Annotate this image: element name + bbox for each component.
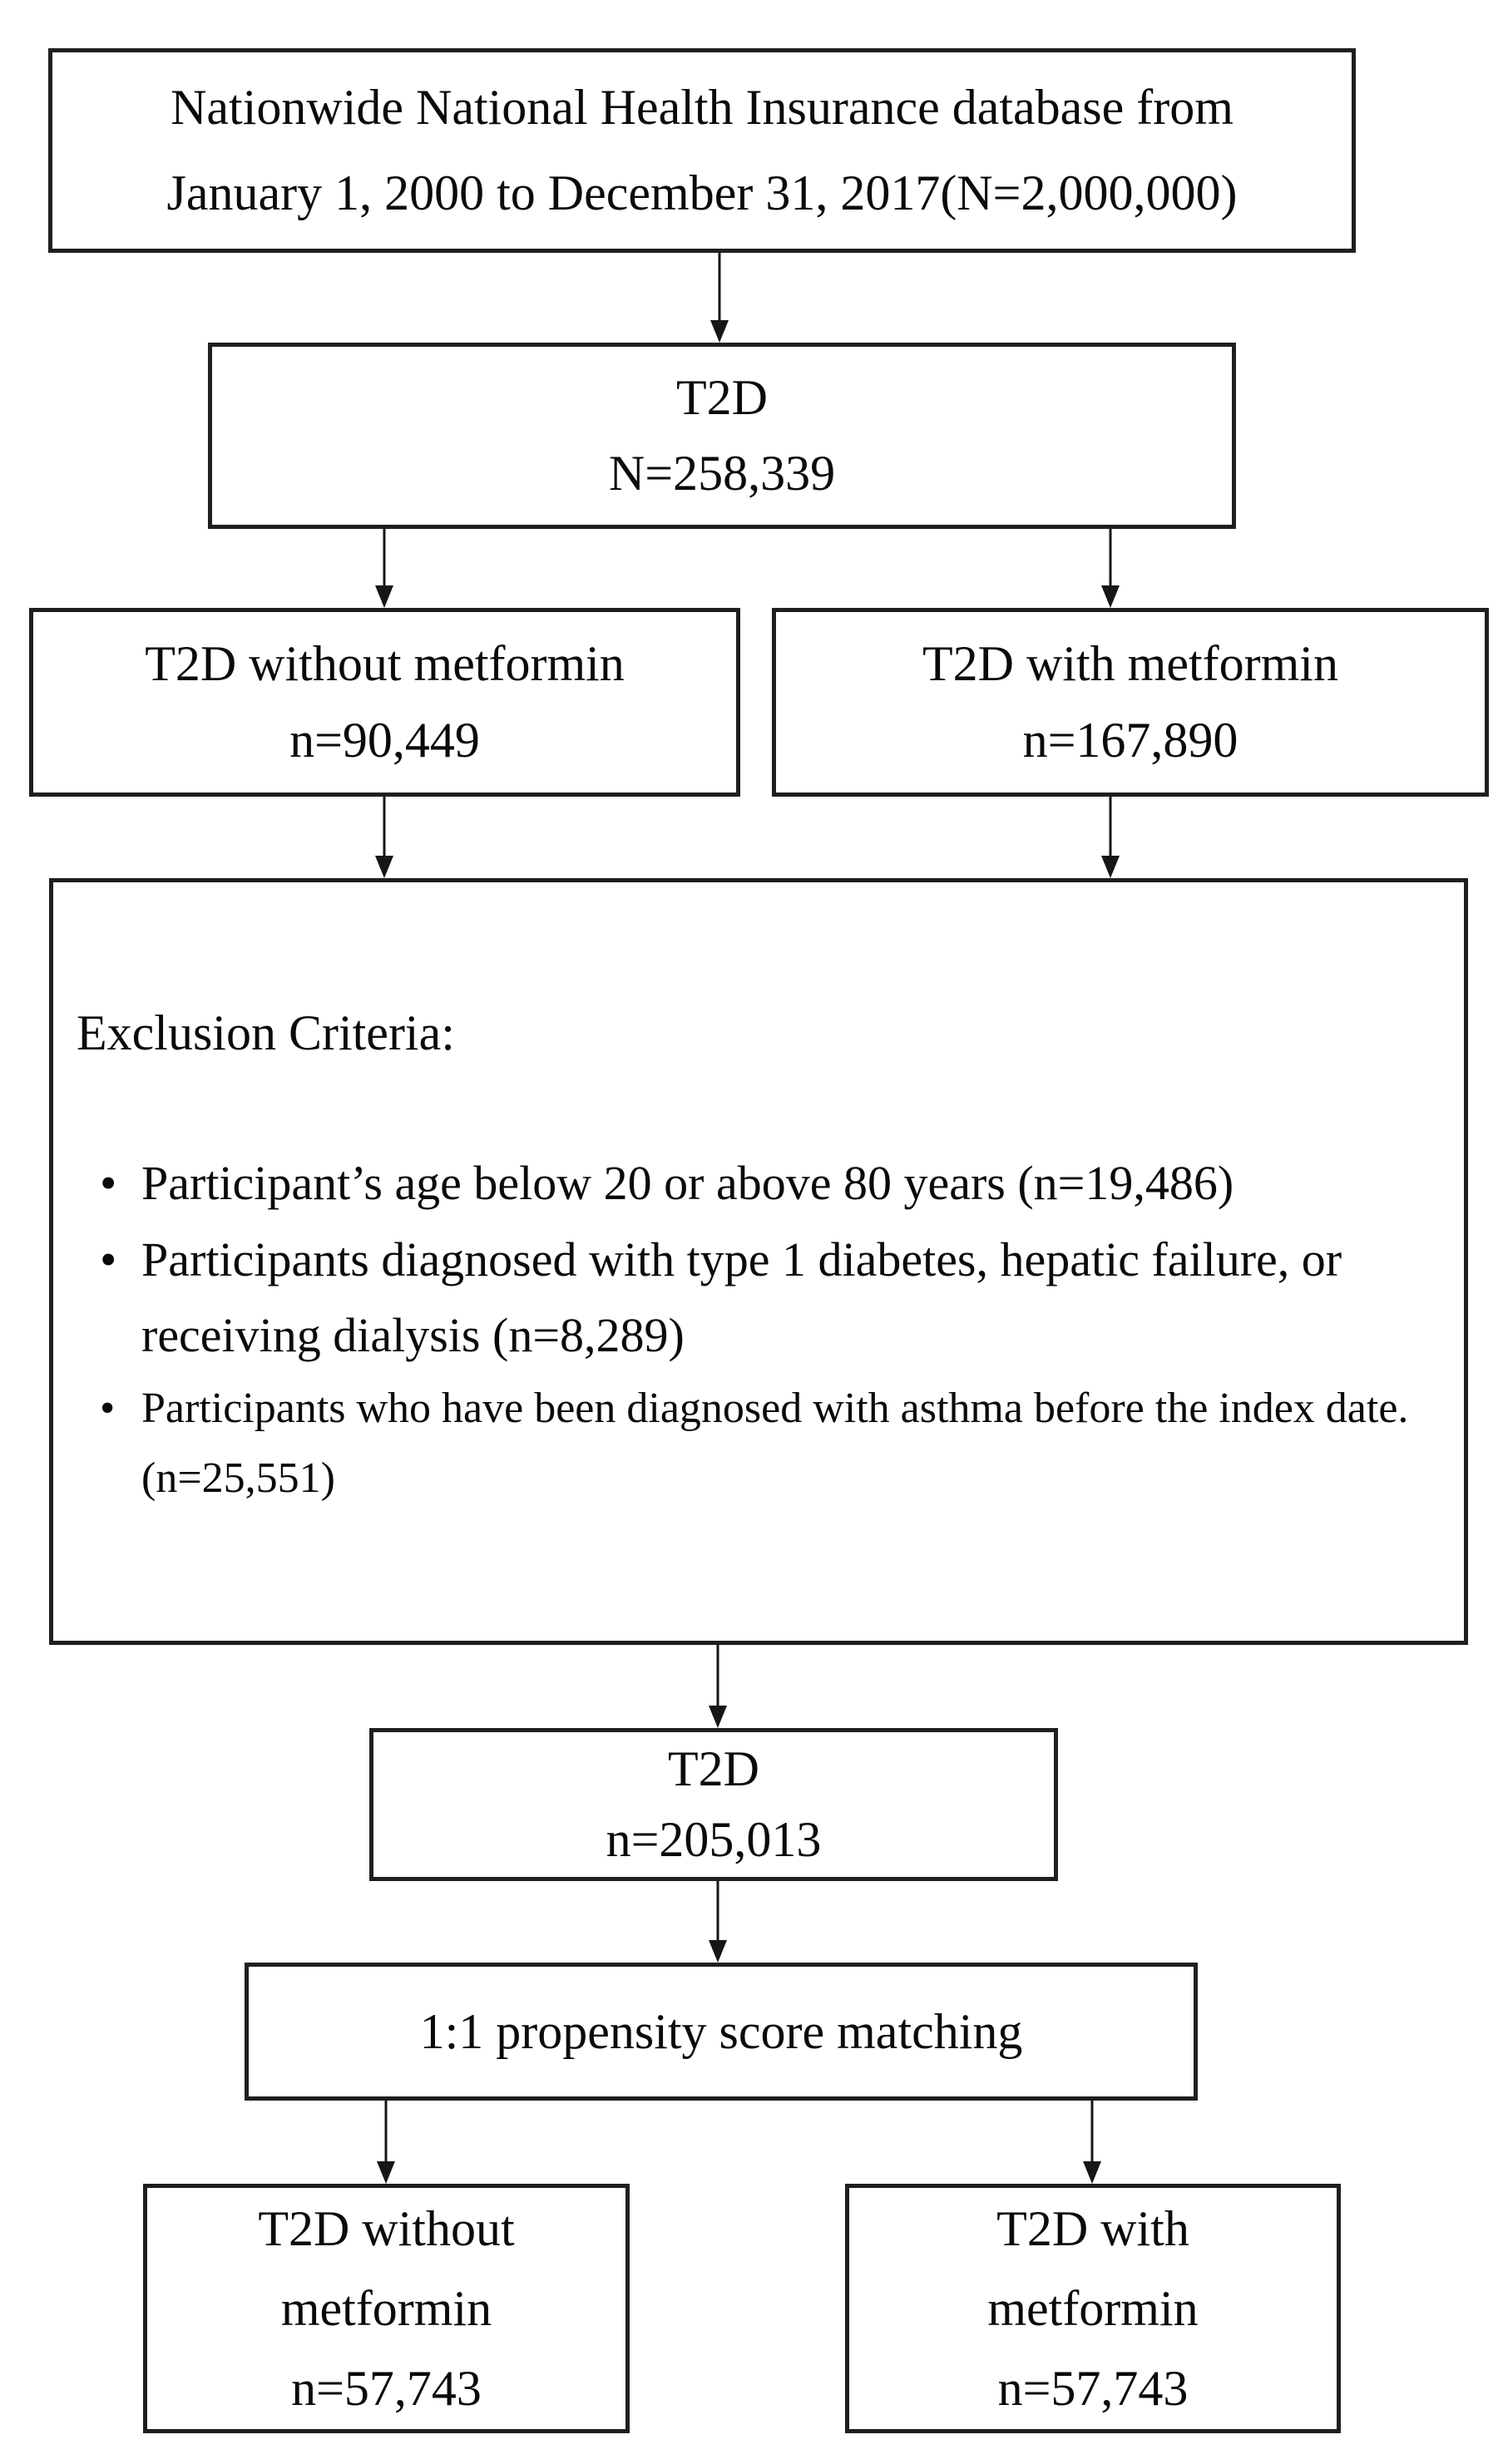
box-t2d-after-exclusion-line1: T2D: [668, 1741, 759, 1796]
box-database-line2: January 1, 2000 to December 31, 2017(N=2…: [166, 165, 1238, 220]
exclusion-bullet-age-text: Participant’s age below 20 or above 80 y…: [141, 1156, 1234, 1210]
box-t2d-without-metformin-line2: n=90,449: [289, 712, 480, 768]
exclusion-heading: Exclusion Criteria:: [77, 1005, 455, 1060]
arrow-without-metformin-to-exclusion: [374, 797, 394, 878]
box-database-line1: Nationwide National Health Insurance dat…: [171, 79, 1234, 135]
box-matched-with-metformin: T2D with metformin n=57,743: [845, 2184, 1341, 2433]
box-t2d-with-metformin-line1: T2D with metformin: [922, 636, 1338, 692]
exclusion-bullet-list: • Participant’s age below 20 or above 80…: [77, 1145, 1441, 1513]
box-database: Nationwide National Health Insurance dat…: [48, 48, 1356, 253]
arrow-matching-to-matched-without: [376, 2101, 396, 2184]
arrow-shaft: [716, 1645, 719, 1713]
arrow-head-icon: [1083, 2161, 1101, 2184]
arrow-shaft: [716, 1881, 719, 1948]
arrow-shaft: [1109, 529, 1112, 593]
box-propensity-matching: 1:1 propensity score matching: [245, 1963, 1198, 2101]
arrow-shaft: [1090, 2101, 1094, 2169]
box-matched-without-metformin-line1: T2D without: [258, 2201, 515, 2256]
arrow-database-to-t2d: [709, 253, 729, 343]
arrow-head-icon: [377, 2161, 395, 2184]
box-t2d-with-metformin: T2D with metformin n=167,890: [772, 608, 1489, 797]
exclusion-bullet-asthma: • Participants who have been diagnosed w…: [77, 1374, 1441, 1513]
box-t2d-without-metformin: T2D without metformin n=90,449: [29, 608, 740, 797]
arrow-shaft: [1109, 797, 1112, 863]
arrow-exclusion-to-t2d-after: [708, 1645, 728, 1728]
exclusion-bullet-age: • Participant’s age below 20 or above 80…: [77, 1145, 1441, 1222]
arrow-with-metformin-to-exclusion: [1100, 797, 1120, 878]
box-t2d-after-exclusion-line2: n=205,013: [606, 1812, 822, 1867]
box-matched-with-metformin-line3: n=57,743: [997, 2361, 1189, 2416]
arrow-shaft: [383, 529, 386, 593]
box-t2d-total-line2: N=258,339: [608, 446, 836, 501]
box-matched-with-metformin-line1: T2D with: [996, 2201, 1189, 2256]
bullet-icon: •: [100, 1384, 116, 1432]
box-exclusion-criteria: Exclusion Criteria: • Participant’s age …: [49, 878, 1468, 1645]
arrow-shaft: [384, 2101, 388, 2169]
arrow-matching-to-matched-with: [1082, 2101, 1102, 2184]
arrow-head-icon: [375, 856, 393, 878]
box-matched-with-metformin-line2: metformin: [987, 2281, 1199, 2336]
box-matched-without-metformin-line2: metformin: [280, 2281, 492, 2336]
arrow-t2d-after-to-matching: [708, 1881, 728, 1963]
arrow-head-icon: [1101, 585, 1120, 608]
box-t2d-total: T2D N=258,339: [208, 343, 1236, 529]
box-t2d-with-metformin-line2: n=167,890: [1022, 712, 1238, 768]
arrow-head-icon: [375, 585, 393, 608]
box-propensity-matching-line1: 1:1 propensity score matching: [419, 2004, 1023, 2059]
bullet-icon: •: [100, 1232, 117, 1286]
exclusion-bullet-diagnoses: • Participants diagnosed with type 1 dia…: [77, 1222, 1441, 1374]
arrow-shaft: [718, 253, 721, 328]
arrow-head-icon: [710, 320, 729, 343]
arrow-t2d-to-without-metformin: [374, 529, 394, 608]
exclusion-bullet-asthma-text: Participants who have been diagnosed wit…: [141, 1384, 1409, 1503]
arrow-head-icon: [709, 1940, 727, 1963]
bullet-icon: •: [100, 1156, 117, 1210]
box-t2d-after-exclusion: T2D n=205,013: [369, 1728, 1058, 1881]
box-matched-without-metformin: T2D without metformin n=57,743: [143, 2184, 630, 2433]
exclusion-bullet-diagnoses-text: Participants diagnosed with type 1 diabe…: [141, 1232, 1342, 1363]
arrow-shaft: [383, 797, 386, 863]
box-matched-without-metformin-line3: n=57,743: [291, 2361, 482, 2416]
arrow-head-icon: [709, 1706, 727, 1728]
arrow-t2d-to-with-metformin: [1100, 529, 1120, 608]
arrow-head-icon: [1101, 856, 1120, 878]
box-t2d-total-line1: T2D: [676, 369, 768, 425]
box-t2d-without-metformin-line1: T2D without metformin: [145, 636, 625, 692]
